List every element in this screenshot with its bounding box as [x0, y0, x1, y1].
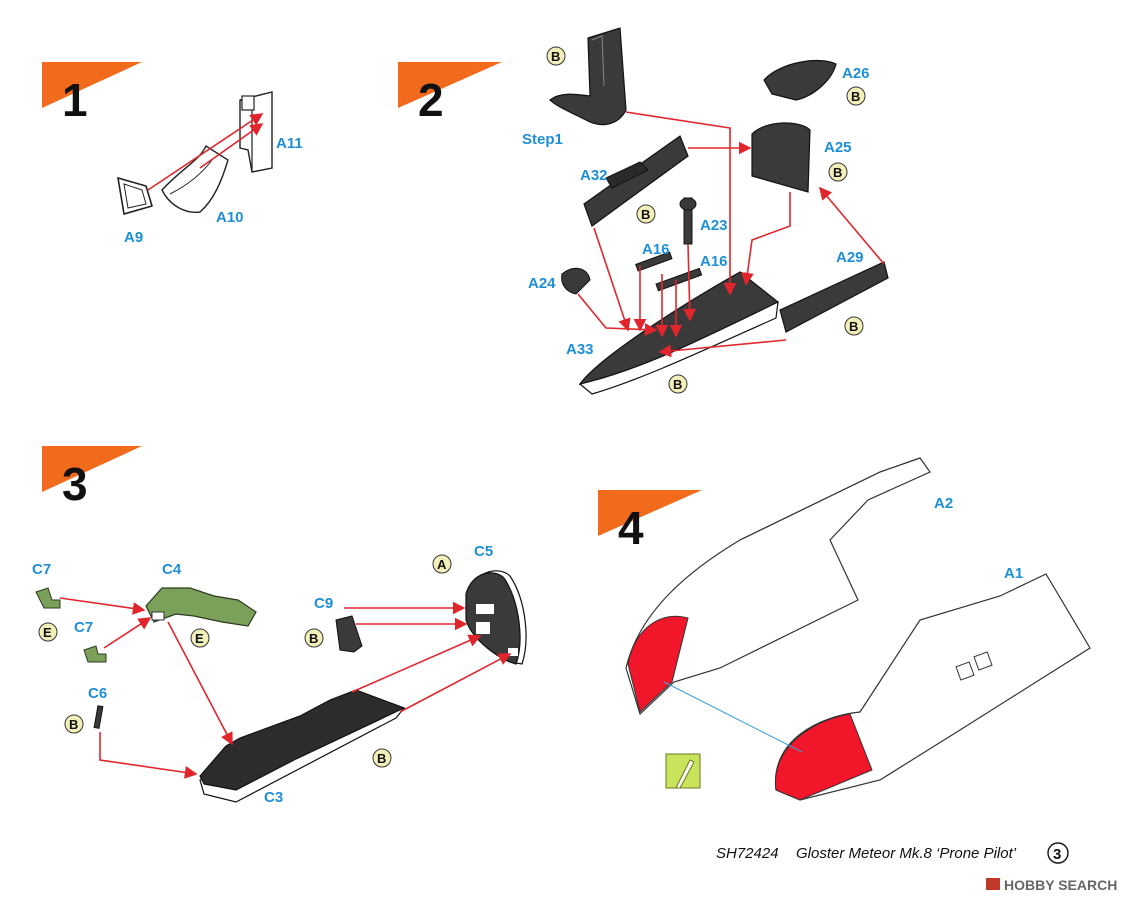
part-c9	[335, 615, 363, 653]
label-a16-right: A16	[700, 253, 728, 270]
svg-text:B: B	[849, 319, 858, 334]
label-a9: A9	[124, 229, 143, 246]
paint-badge-a: A	[432, 554, 452, 574]
part-c7-bottom	[83, 645, 107, 663]
paint-badge-b: B	[844, 316, 864, 336]
svg-text:B: B	[377, 751, 386, 766]
part-a32	[583, 135, 689, 227]
svg-text:B: B	[641, 207, 650, 222]
label-step1-ref: Step1	[522, 131, 563, 148]
svg-text:E: E	[43, 625, 52, 640]
paint-badge-b: B	[546, 46, 566, 66]
watermark-logo-icon	[986, 878, 1000, 890]
svg-text:B: B	[551, 49, 560, 64]
step-2: 2	[398, 27, 889, 395]
part-a1	[774, 573, 1091, 801]
step-4-flag	[598, 490, 702, 536]
label-c7-top: C7	[32, 561, 51, 578]
label-a11: A11	[276, 135, 303, 152]
label-a1: A1	[1004, 565, 1023, 582]
svg-text:B: B	[309, 631, 318, 646]
paint-badge-b: B	[846, 86, 866, 106]
step-2-flag	[398, 62, 502, 108]
paint-badge-b: B	[304, 628, 324, 648]
label-a10: A10	[216, 209, 244, 226]
part-a10	[161, 144, 229, 213]
footer-code: SH72424	[716, 845, 779, 862]
part-c7-top	[35, 587, 61, 609]
label-c4: C4	[162, 561, 182, 578]
step-4: 4 A2 A1	[598, 457, 1091, 801]
part-a26	[763, 59, 837, 101]
step-4-number: 4	[618, 502, 644, 554]
label-a32: A32	[580, 167, 608, 184]
part-a2	[625, 457, 931, 716]
step-1-number: 1	[62, 74, 88, 126]
step-2-number: 2	[418, 74, 444, 126]
part-a23	[679, 197, 697, 245]
label-a33: A33	[566, 341, 594, 358]
part-a16-right	[655, 267, 703, 292]
paint-badge-e: E	[190, 628, 210, 648]
paint-badge-b: B	[668, 374, 688, 394]
label-a26: A26	[842, 65, 870, 82]
watermark: HOBBY SEARCH	[1004, 877, 1117, 893]
paint-badge-b: B	[372, 748, 392, 768]
svg-text:B: B	[851, 89, 860, 104]
part-c5	[465, 570, 527, 665]
label-a29: A29	[836, 249, 864, 266]
label-a25: A25	[824, 139, 852, 156]
paint-badge-e: E	[38, 622, 58, 642]
svg-text:B: B	[673, 377, 682, 392]
paint-badges: B B B B B B B B B A E E	[38, 46, 866, 768]
step-1: 1 A11 A10 A9	[42, 62, 303, 246]
step-3-number: 3	[62, 458, 88, 510]
label-a24: A24	[528, 275, 556, 292]
clear-part-marker	[665, 753, 701, 789]
svg-text:B: B	[69, 717, 78, 732]
page-number: 3	[1053, 846, 1061, 863]
part-step1-seat	[549, 27, 627, 126]
paint-badge-b: B	[64, 714, 84, 734]
label-a16-left: A16	[642, 241, 670, 258]
svg-text:B: B	[833, 165, 842, 180]
label-c7-bottom: C7	[74, 619, 93, 636]
label-a23: A23	[700, 217, 728, 234]
part-a24	[561, 267, 591, 295]
part-a25	[751, 122, 811, 193]
label-c6: C6	[88, 685, 107, 702]
footer-title: Gloster Meteor Mk.8 ‘Prone Pilot’	[796, 845, 1017, 862]
step-3-flag	[42, 446, 142, 492]
page-number-circle	[1047, 842, 1069, 864]
part-a29	[779, 261, 889, 333]
part-c3	[199, 689, 406, 803]
part-a16-left	[635, 251, 673, 272]
part-a9	[117, 176, 153, 216]
step-1-flag	[42, 62, 142, 108]
svg-text:E: E	[195, 631, 204, 646]
part-c4-socket	[151, 611, 165, 621]
label-c9: C9	[314, 595, 333, 612]
footer: SH72424 Gloster Meteor Mk.8 ‘Prone Pilot…	[716, 842, 1117, 893]
step-3: 3 C5 C7 C4	[32, 446, 527, 806]
paint-badge-b: B	[828, 162, 848, 182]
part-a11	[239, 91, 273, 173]
label-c3: C3	[264, 789, 283, 806]
paint-badge-b: B	[636, 204, 656, 224]
svg-text:A: A	[437, 557, 447, 572]
part-c6	[93, 705, 104, 729]
label-a2: A2	[934, 495, 953, 512]
part-c4	[145, 587, 257, 627]
label-c5: C5	[474, 543, 493, 560]
